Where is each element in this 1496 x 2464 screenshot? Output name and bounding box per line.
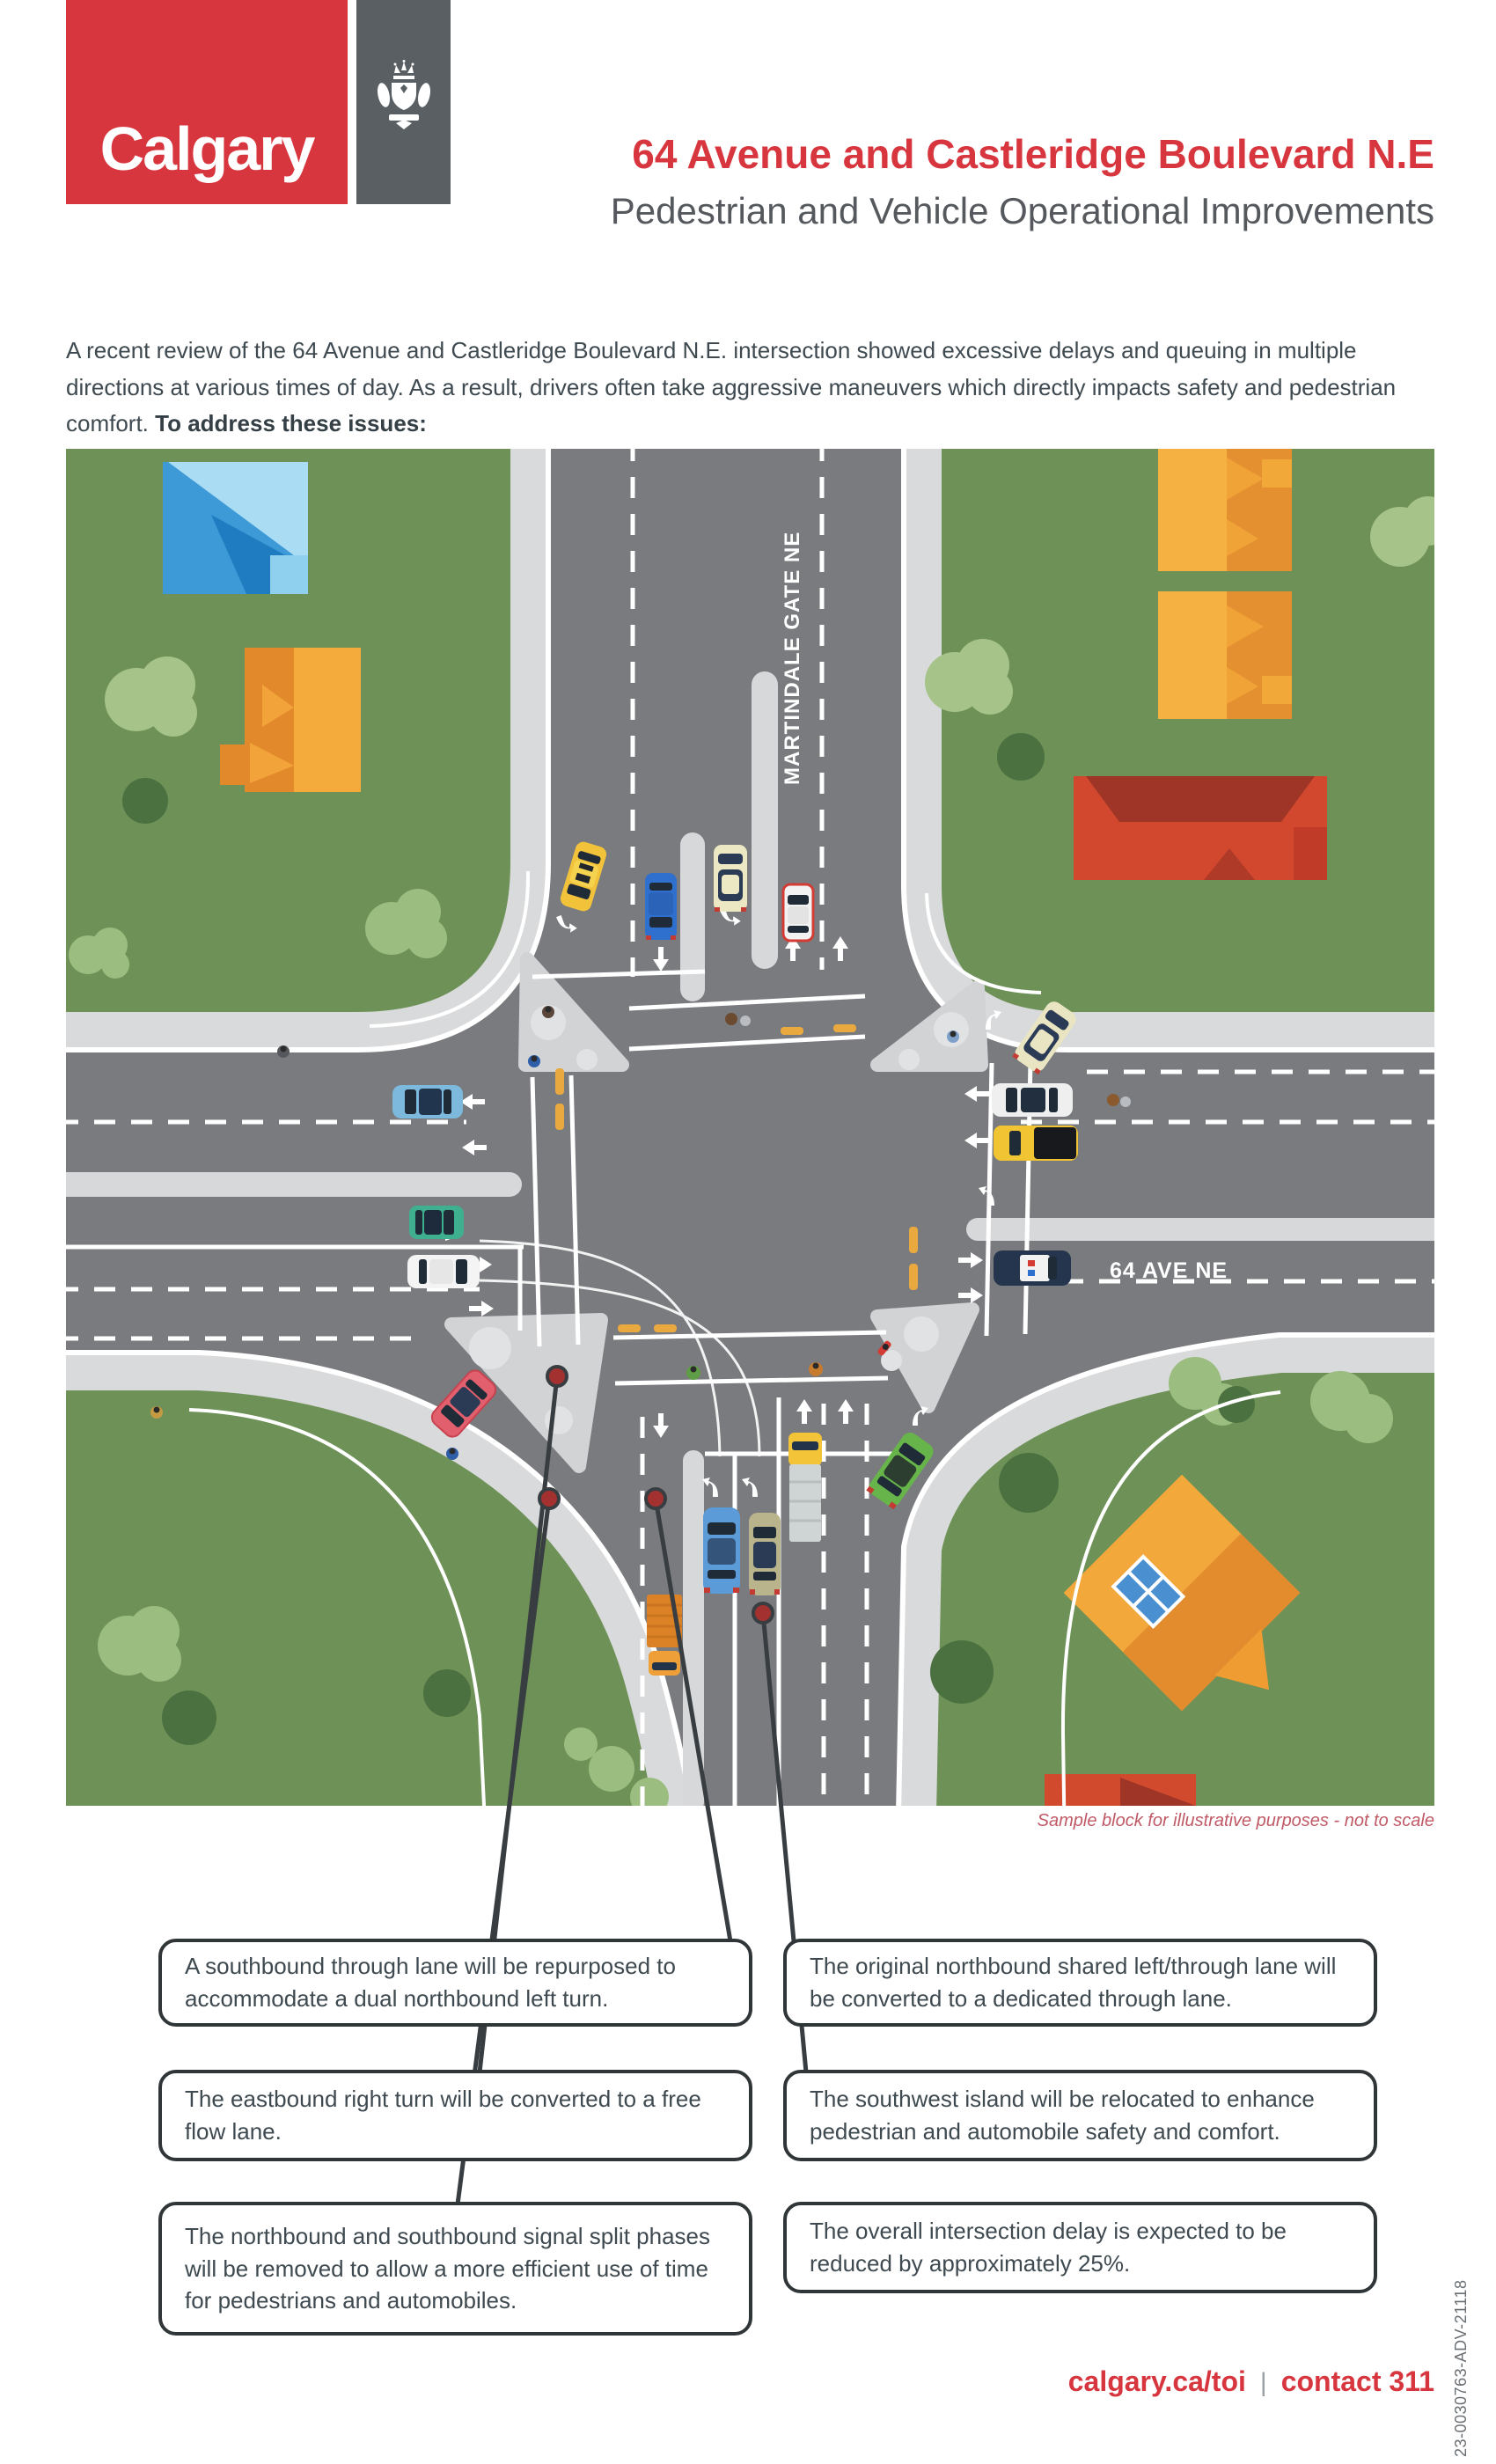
bus-yellow-northbound <box>788 1433 822 1542</box>
island-se <box>870 1302 979 1413</box>
house-red-roof-se <box>1045 1774 1196 1806</box>
car-white-westbound-east-leg <box>992 1083 1073 1117</box>
pedestrians <box>150 1006 1131 1460</box>
car-teal-left-turn <box>409 1206 464 1239</box>
callout-box-eastbound-right-turn: The eastbound right turn will be convert… <box>158 2070 752 2161</box>
crosswalks <box>530 994 1033 1386</box>
callout-box-signal-split-phases: The northbound and southbound signal spl… <box>158 2202 752 2336</box>
vehicles <box>392 841 1078 1676</box>
footer-contact: contact 311 <box>1280 2365 1434 2397</box>
callout-text: The overall intersection delay is expect… <box>810 2218 1287 2277</box>
document-code: 23-0030763-ADV-21118 <box>1452 2279 1470 2457</box>
callout-text: The northbound and southbound signal spl… <box>185 2222 710 2314</box>
truck-orange-southbound <box>647 1595 682 1676</box>
intro-paragraph: A recent review of the 64 Avenue and Cas… <box>66 333 1412 443</box>
footer-separator: | <box>1259 2368 1267 2397</box>
callout-text: The eastbound right turn will be convert… <box>185 2086 701 2145</box>
car-police-eastbound <box>994 1250 1071 1286</box>
lane-markings <box>66 449 1434 1806</box>
page-subtitle: Pedestrian and Vehicle Operational Impro… <box>610 190 1434 231</box>
car-cream-turning <box>1012 1001 1076 1075</box>
car-cream-southbound <box>714 845 747 912</box>
houses <box>163 449 1327 1806</box>
footer-url-link[interactable]: calgary.ca/toi <box>1067 2365 1246 2397</box>
motorcycle-red <box>877 1340 891 1356</box>
car-blue-northbound <box>703 1507 740 1594</box>
callout-text: The original northbound shared left/thro… <box>810 1953 1337 2012</box>
callout-box-southbound-lane: A southbound through lane will be repurp… <box>158 1939 752 2027</box>
house-red-roof-ne <box>1074 776 1327 880</box>
lane-arrows <box>444 908 1001 1497</box>
street-label-64ave: 64 AVE NE <box>1110 1258 1228 1283</box>
calgary-crest-block <box>356 0 451 204</box>
callout-box-southwest-island: The southwest island will be relocated t… <box>783 2070 1377 2161</box>
intersection-map: MARTINDALE GATE NE 64 AVE NE <box>66 449 1434 1806</box>
calgary-crest-icon <box>377 60 430 129</box>
calgary-wordmark: Calgary <box>99 114 316 183</box>
house-orange-ne-1 <box>1158 449 1292 571</box>
intro-bold-text: To address these issues: <box>155 410 427 437</box>
car-white-red-northbound <box>781 883 815 942</box>
car-lightblue-westbound <box>392 1085 463 1118</box>
house-orange-nw <box>220 648 361 792</box>
callout-text: The southwest island will be relocated t… <box>810 2086 1315 2145</box>
calgary-logo: Calgary <box>66 0 348 204</box>
car-taxi-yellow <box>560 841 607 912</box>
car-olive-northbound <box>749 1513 781 1595</box>
house-orange-ne-2 <box>1158 591 1292 719</box>
tactile-pads <box>555 1024 918 1332</box>
car-yellow-black-westbound <box>994 1126 1078 1161</box>
car-green-ramp <box>866 1433 934 1510</box>
callout-box-delay-reduction: The overall intersection delay is expect… <box>783 2202 1377 2293</box>
house-blue-roof <box>163 462 308 594</box>
car-blue-southbound <box>645 873 677 940</box>
page-title: 64 Avenue and Castleridge Boulevard N.E <box>632 131 1434 177</box>
intro-text: A recent review of the 64 Avenue and Cas… <box>66 337 1397 437</box>
footer: calgary.ca/toi | contact 311 <box>1068 2365 1434 2398</box>
street-label-martindale: MARTINDALE GATE NE <box>781 532 804 785</box>
callout-text: A southbound through lane will be repurp… <box>185 1953 676 2012</box>
trees <box>69 496 1434 1806</box>
map-caption: Sample block for illustrative purposes -… <box>1037 1811 1434 1830</box>
island-highlights <box>469 1005 969 1434</box>
callout-box-northbound-shared-lane: The original northbound shared left/thro… <box>783 1939 1377 2027</box>
car-white-eastbound <box>407 1255 480 1288</box>
